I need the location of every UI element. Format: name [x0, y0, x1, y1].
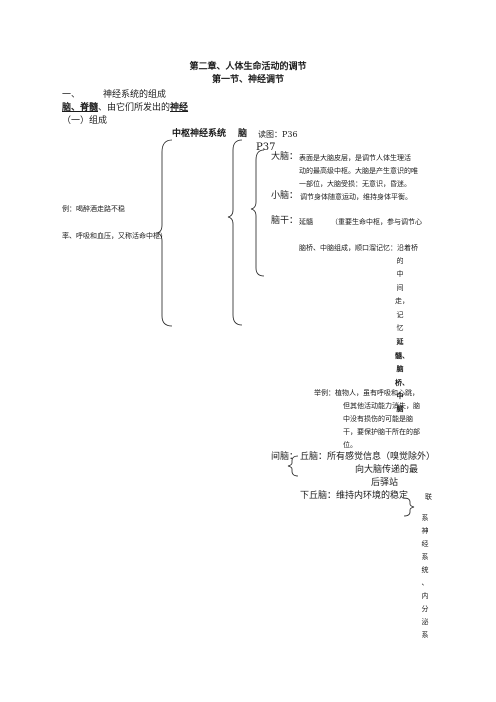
- side-note-1: 例：喝醉酒走路不稳: [62, 205, 125, 213]
- hyp-vertical-char: 统: [421, 566, 429, 574]
- hyp-vertical-char: 神: [421, 527, 429, 535]
- brainstem-composition: 脑桥、中脑组成，顺口溜记忆：沿着桥: [299, 244, 418, 252]
- brace-brain: [250, 149, 265, 277]
- example-line-1: 举例：植物人，虽有呼吸和心跳，: [314, 389, 419, 397]
- example-line-5: 位。: [343, 441, 357, 449]
- hypothalamus-extra: 联: [425, 493, 432, 501]
- brainstem-vertical-char: 记忆: [396, 310, 404, 333]
- medulla-desc: （重要生命中枢，参与调节心: [331, 218, 422, 226]
- brainstem-vertical-bold: 脑: [396, 404, 404, 414]
- example-line-2: 但其他活动能力消失，脑: [343, 402, 420, 410]
- hyp-vertical-char: 系: [421, 631, 429, 639]
- section-title: 第一节、神经调节: [211, 75, 284, 85]
- hypothalamus-desc: 下丘脑：维持内环境的稳定: [300, 491, 409, 501]
- section-one-lead: 脑、脊髓、由它们所发出的神经: [62, 103, 188, 113]
- cerebrum-desc-2: 动的最高级中枢。大脑是产生意识的唯: [299, 167, 418, 175]
- hyp-vertical-char: 分: [421, 605, 429, 613]
- cerebellum-desc: 调节身体随意运动，维持身体平衡。: [300, 193, 412, 201]
- thalamus-desc: 丘脑：所有感觉信息（嗅觉除外）: [300, 452, 436, 462]
- lead-mid: 、由它们所发出的: [98, 103, 171, 113]
- brainstem-vertical-bold: 中: [396, 391, 404, 401]
- brainstem-label: 脑干：: [271, 216, 299, 226]
- thalamus-desc-2: 向大脑传递的最: [355, 465, 419, 475]
- reading-figure: 读图：P36: [258, 130, 298, 139]
- cerebrum-desc-3: 一部位，大脑受损：无意识，昏迷。: [299, 180, 411, 188]
- section-one-number: 一、: [62, 90, 81, 100]
- brainstem-vertical-bold: 延: [396, 337, 404, 347]
- brainstem-vertical-bold: 桥、: [395, 377, 409, 387]
- cerebrum-label: 大脑：: [271, 152, 299, 162]
- hypothalamus-vertical-text: 系 神 经 系 统 、 内 分 泌 系: [420, 512, 430, 642]
- brain-label: 脑: [238, 129, 248, 139]
- page-ref: P37: [256, 142, 276, 153]
- chapter-title: 第二章、人体生命活动的调节: [189, 62, 307, 72]
- brainstem-vertical-char: 的中: [396, 257, 404, 279]
- hyp-vertical-char: 系: [421, 553, 429, 561]
- example-line-4: 干，要保护脑干所在的部: [343, 428, 420, 436]
- brainstem-vertical-bold: 脑: [396, 364, 404, 374]
- brainstem-vertical-bold: 髓、: [395, 350, 409, 360]
- cns-label: 中枢神经系统: [172, 129, 227, 139]
- lead-brain-spinal: 脑、脊髓: [62, 103, 99, 113]
- example-line-3: 中没有损伤的可能是脑: [343, 415, 413, 423]
- brace-cns: [227, 139, 243, 326]
- hyp-vertical-char: 内: [421, 592, 429, 600]
- cerebellum-label: 小脑：: [271, 191, 299, 201]
- brainstem-vertical-text: 的中 间 走， 记忆 延 髓、 脑 桥、 中 脑: [395, 255, 409, 416]
- medulla-label: 延髓: [299, 218, 313, 226]
- hyp-vertical-char: 泌: [421, 618, 429, 626]
- side-note-2: 率、呼吸和血压，又称活命中枢）: [62, 232, 167, 240]
- brainstem-vertical-char: 走，: [395, 297, 409, 306]
- hyp-vertical-char: 经: [421, 540, 429, 548]
- hyp-vertical-char: 、: [421, 579, 429, 587]
- hyp-vertical-char: 系: [421, 514, 429, 522]
- cerebrum-desc-1: 表面是大脑皮层，是调节人体生理活: [299, 154, 411, 162]
- thalamus-desc-3: 后驿站: [371, 478, 399, 488]
- lead-nerves: 神经: [170, 103, 189, 113]
- section-one-heading: 神经系统的组成: [103, 90, 167, 100]
- diencephalon-label: 间脑：: [271, 452, 299, 462]
- brainstem-vertical-char: 间: [396, 283, 404, 292]
- part-one-heading: （一）组成: [62, 116, 108, 126]
